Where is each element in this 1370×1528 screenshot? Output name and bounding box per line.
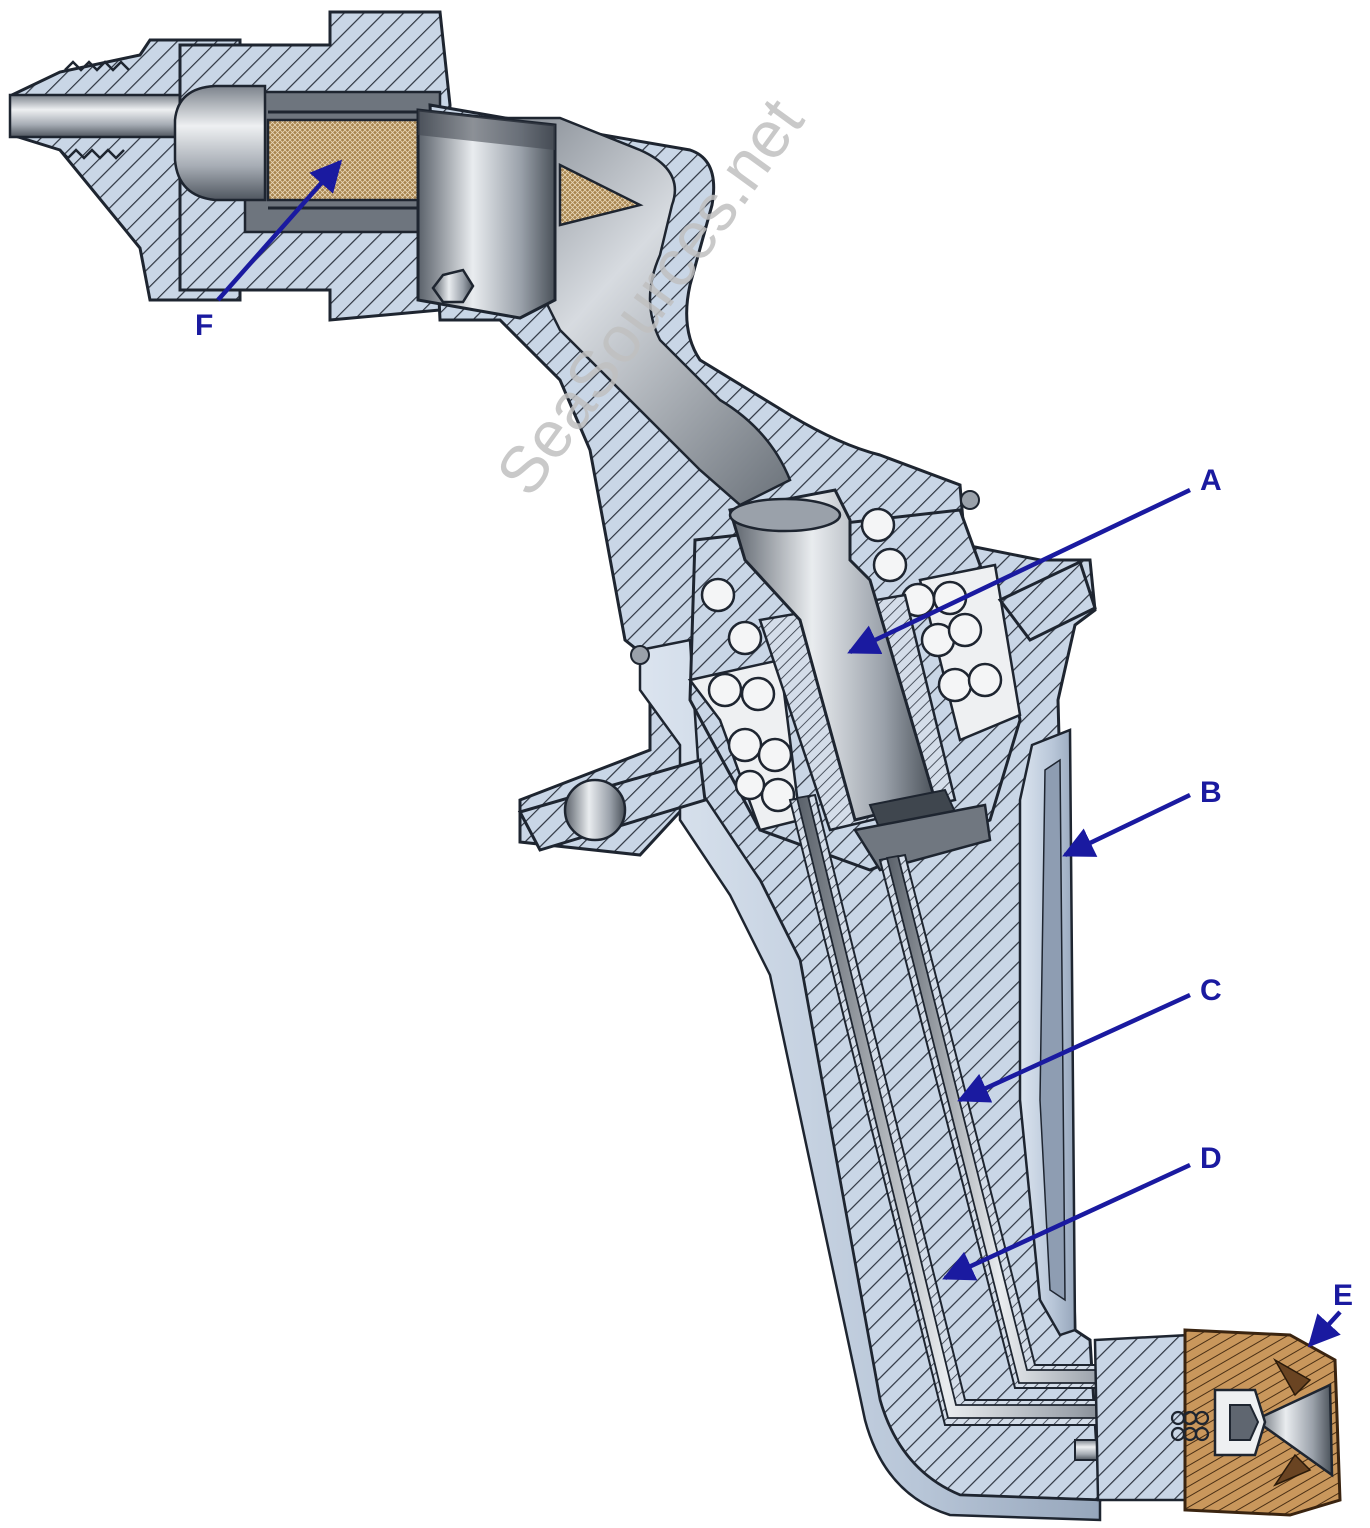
callout-arrow-f [216,159,343,302]
flow-divider-valve [517,488,1097,872]
filter-screen [266,118,445,202]
label-e: E [1333,1279,1353,1312]
flow-divider-piston [728,488,937,822]
label-c: C [1200,974,1222,1007]
lock-nut [431,268,475,304]
label-d: D [1200,1142,1222,1175]
shroud [638,638,1102,1522]
callouts [216,159,1342,1348]
inlet-fitting [8,10,452,322]
callout-arrow-e [1307,1310,1342,1348]
valve-spring-left [700,577,796,813]
tip-spring [1170,1410,1210,1442]
callout-arrow-d [942,1162,1191,1281]
callout-labels: A B C D E F [195,309,1353,1312]
spray-tip [1093,1328,1342,1517]
label-f: F [195,309,213,342]
mounting-hole [563,778,627,842]
label-b: B [1200,776,1222,809]
callout-arrow-b [1062,792,1191,858]
callout-arrow-a [847,487,1191,655]
callout-arrow-c [957,992,1191,1103]
valve-spring-right [860,507,1003,703]
label-a: A [1200,464,1222,497]
